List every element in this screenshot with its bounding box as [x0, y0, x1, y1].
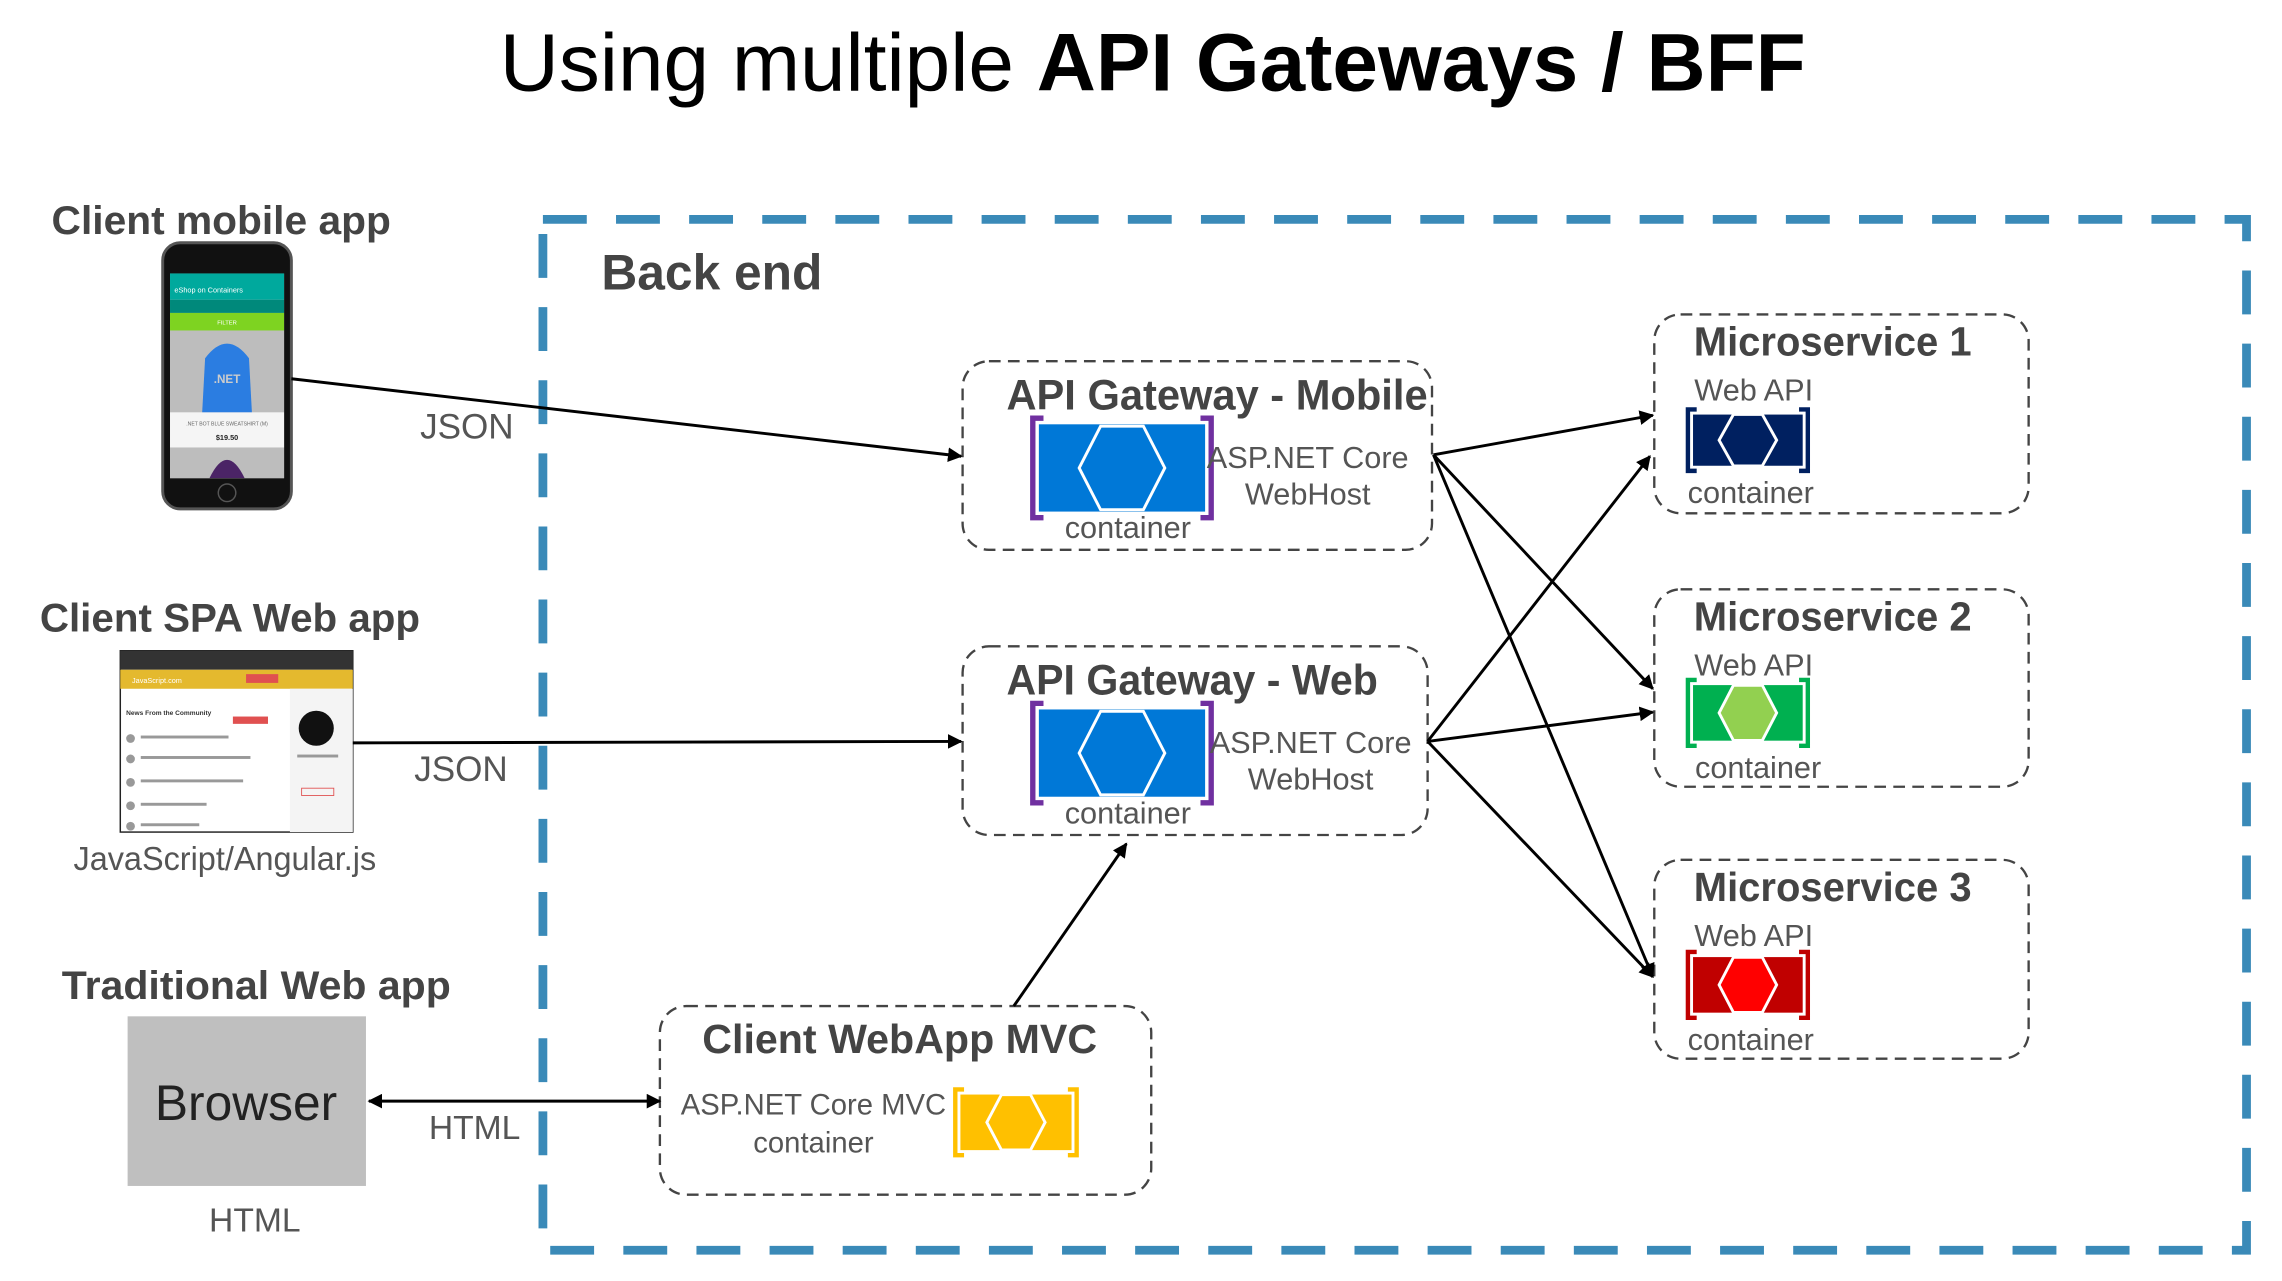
mobile-product-logo: .NET [214, 373, 241, 386]
arrow-gw-web-ms3 [1426, 740, 1654, 978]
bracket-left [1030, 415, 1044, 521]
hexagon-icon [1717, 412, 1779, 468]
gateway-mobile-title: API Gateway - Mobile [1006, 371, 1427, 418]
bracket-left [1685, 949, 1697, 1020]
spa-site-name: JavaScript.com [132, 676, 182, 685]
mobile-app-title: eShop on Containers [174, 285, 243, 294]
arrow-mvc-to-gateway-web [1012, 842, 1128, 1007]
microservice-3-container-label: container [1688, 1022, 1814, 1057]
hexagon-icon [1717, 955, 1779, 1014]
microservice-1: Microservice 1 Web API container [1653, 313, 2030, 515]
mvc-tech: ASP.NET Core MVC [681, 1089, 946, 1121]
bracket-right [1200, 415, 1214, 521]
client-spa-label: Client SPA Web app [40, 597, 420, 641]
microservice-1-container-icon [1685, 407, 1811, 474]
connections [291, 377, 1655, 1109]
browser-caption: HTML [209, 1202, 301, 1239]
spa-heading: News From the Community [126, 710, 212, 717]
microservice-3-container-icon [1685, 949, 1811, 1020]
spa-technology-caption: JavaScript/Angular.js [74, 841, 377, 878]
bracket-right [1200, 700, 1214, 806]
microservice-3-api: Web API [1694, 918, 1813, 953]
microservice-1-api: Web API [1694, 373, 1813, 408]
bracket-right [1799, 949, 1811, 1020]
mvc-container-label: container [753, 1127, 874, 1159]
arrow-spa-to-gateway [352, 734, 963, 749]
gateway-web-container-label: container [1065, 795, 1191, 830]
microservice-2-api: Web API [1694, 648, 1813, 683]
html-protocol-label: HTML [429, 1110, 521, 1147]
microservice-1-title: Microservice 1 [1694, 318, 1972, 364]
gateway-mobile-container-label: container [1065, 510, 1191, 545]
mvc-container-icon [953, 1087, 1079, 1158]
api-gateway-mobile: API Gateway - Mobile container ASP.NET C… [961, 360, 1434, 552]
backend-boundary [538, 214, 2251, 1255]
microservice-3: Microservice 3 Web API container [1653, 858, 2030, 1060]
bracket-right [1799, 407, 1811, 474]
api-gateway-web: API Gateway - Web container ASP.NET Core… [961, 645, 1429, 837]
spa-screenshot-image: JavaScript.com News From the Community [119, 650, 354, 833]
hexagon-icon [985, 1093, 1047, 1152]
arrow-gw-web-ms1 [1426, 455, 1652, 743]
mobile-product-price: $19.50 [216, 433, 238, 442]
microservice-2-container-label: container [1695, 750, 1821, 785]
gateway-web-tech: ASP.NET Core [1210, 725, 1412, 760]
mobile-phone-image: eShop on Containers FILTER .NET .NET BOT… [161, 241, 293, 511]
microservice-2: Microservice 2 Web API container [1653, 588, 2030, 788]
browser-box [127, 1016, 366, 1186]
browser-label: Browser [155, 1075, 337, 1131]
bracket-right [1067, 1087, 1079, 1158]
bracket-left [1685, 677, 1697, 748]
spa-protocol-label: JSON [414, 750, 508, 789]
microservice-1-container-label: container [1688, 475, 1814, 510]
page-title: Using multiple API Gateways / BFF [500, 18, 1806, 109]
bracket-left [1685, 407, 1697, 474]
arrow-gw-mobile-ms3 [1432, 454, 1655, 979]
arrow-gw-mobile-ms1 [1433, 410, 1655, 457]
backend-label: Back end [601, 245, 822, 301]
hexagon-icon [1717, 683, 1779, 742]
mobile-filter: FILTER [217, 321, 237, 327]
microservice-2-title: Microservice 2 [1694, 593, 1972, 639]
gateway-mobile-container-icon [1030, 415, 1214, 521]
mvc-title: Client WebApp MVC [702, 1016, 1097, 1062]
microservice-2-container-icon [1685, 677, 1811, 748]
traditional-web-label: Traditional Web app [62, 964, 451, 1008]
arrow-gw-web-ms2 [1427, 706, 1655, 743]
gateway-mobile-host: WebHost [1245, 477, 1371, 512]
mobile-protocol-label: JSON [420, 408, 514, 447]
bracket-left [1030, 700, 1044, 806]
microservice-3-title: Microservice 3 [1694, 864, 1972, 910]
bracket-right [1799, 677, 1811, 748]
gateway-web-title: API Gateway - Web [1006, 657, 1377, 704]
client-mobile-label: Client mobile app [52, 199, 391, 243]
gateway-web-container-icon [1030, 700, 1214, 806]
arrow-gw-mobile-ms2 [1432, 453, 1654, 690]
bracket-left [953, 1087, 965, 1158]
hexagon-icon [1077, 424, 1167, 512]
gateway-web-host: WebHost [1248, 762, 1374, 797]
arrow-mobile-to-gateway [291, 377, 963, 462]
hexagon-icon [1077, 709, 1167, 797]
client-webapp-mvc: Client WebApp MVC ASP.NET Core MVC conta… [658, 1004, 1153, 1196]
mobile-product-name: .NET BOT BLUE SWEATSHIRT (M) [186, 422, 268, 428]
gateway-mobile-tech: ASP.NET Core [1207, 440, 1409, 475]
